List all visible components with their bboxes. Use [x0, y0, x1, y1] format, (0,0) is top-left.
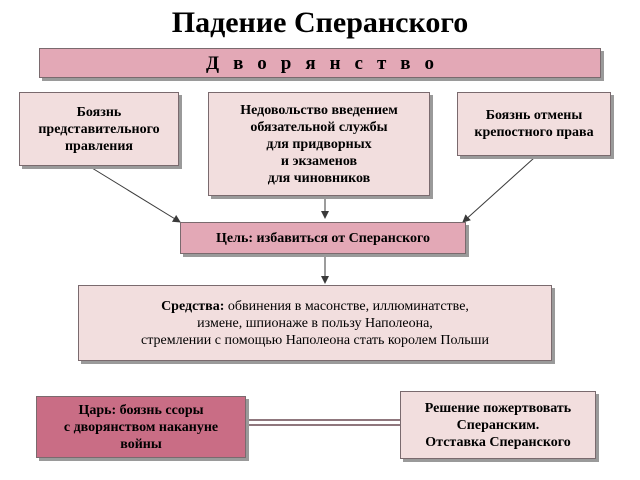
fear-right-line: крепостного права — [474, 125, 594, 140]
means-box: Средства: обвинения в масонстве, иллюмин… — [78, 285, 552, 361]
decision-line: Отставка Сперанского — [425, 434, 571, 450]
means-label: Средства: — [161, 298, 225, 314]
discontent-line: для чиновников — [267, 170, 371, 186]
fear-representative-government: Боязнь представительного правления — [19, 92, 179, 166]
means-line: обвинения в масонстве, иллюминатстве, — [224, 298, 469, 314]
fear-right-line: Боязнь отмены — [485, 108, 583, 123]
decision-line: Решение пожертвовать — [424, 400, 572, 416]
discontent-line: Недовольство введением — [240, 102, 398, 118]
fear-left-line: Боязнь — [76, 104, 122, 120]
arrow-right-to-goal — [462, 157, 535, 223]
tsar-line: Царь: боязнь ссоры — [78, 402, 204, 418]
tsar-line: войны — [120, 436, 162, 452]
fear-left-line: правления — [64, 138, 133, 154]
goal-box: Цель: избавиться от Сперанского — [180, 222, 466, 254]
arrow-left-to-goal — [91, 167, 181, 223]
decision-box: Решение пожертвовать Сперанским. Отставк… — [400, 391, 596, 459]
fear-left-line: представительного — [38, 121, 160, 137]
tsar-box: Царь: боязнь ссоры с дворянством наканун… — [36, 396, 246, 458]
discontent-line: для придворных — [266, 136, 372, 152]
fear-serfdom-abolition: Боязнь отмены крепостного права — [457, 92, 611, 156]
page-title: Падение Сперанского — [171, 6, 469, 39]
means-line: стремлении с помощью Наполеона стать кор… — [141, 332, 489, 348]
discontent-line: обязательной службы — [250, 119, 388, 135]
discontent-line: и экзаменов — [280, 153, 358, 169]
means-line: измене, шпионаже в пользу Наполеона, — [197, 315, 433, 331]
discontent-mandatory-service: Недовольство введением обязательной служ… — [208, 92, 430, 196]
tsar-line: с дворянством накануне — [63, 419, 219, 435]
nobility-banner: Дворянство — [39, 48, 601, 78]
decision-line: Сперанским. — [456, 417, 540, 433]
